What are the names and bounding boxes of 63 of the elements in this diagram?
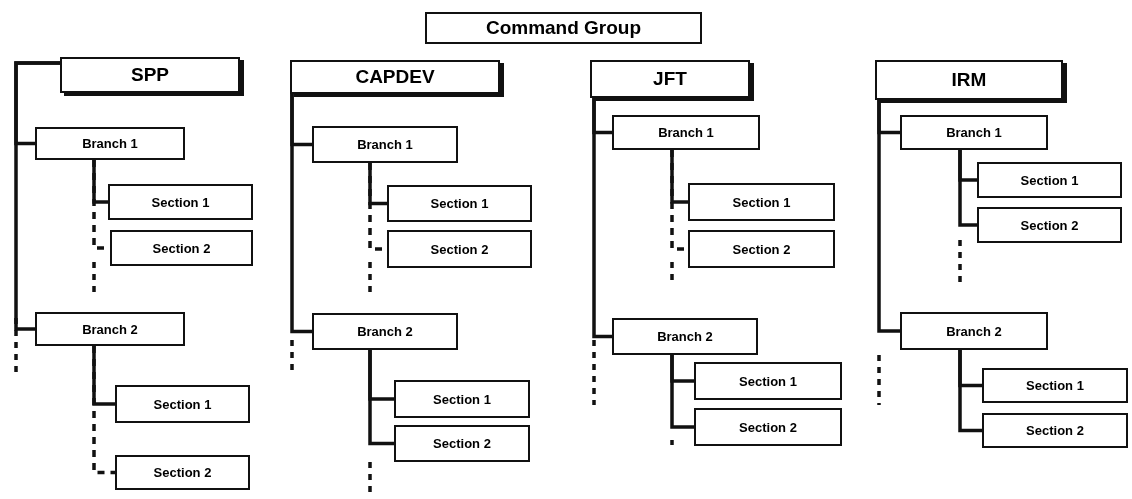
connector-line [290, 94, 312, 334]
unit-label: Section 1 [732, 194, 791, 210]
branch-box [35, 312, 185, 346]
unit-title: Command Group [485, 17, 642, 39]
unit-title: IRM [951, 69, 987, 91]
branch-box [312, 126, 458, 163]
section-box [387, 230, 532, 268]
group-box [425, 12, 702, 44]
unit-label: Section 1 [153, 396, 212, 412]
connector-line [368, 350, 394, 446]
unit-label: Section 2 [152, 240, 211, 256]
section-box [394, 380, 530, 418]
unit-label: Branch 2 [82, 321, 138, 337]
unit-label: Section 2 [739, 419, 797, 435]
branch-box [312, 313, 458, 350]
unit-label: Branch 1 [658, 125, 714, 140]
section-box [394, 425, 530, 462]
branch-box [900, 312, 1048, 350]
unit-label: Section 2 [433, 436, 491, 451]
section-box [694, 408, 842, 446]
section-box [115, 455, 250, 490]
connector-line [958, 350, 982, 433]
unit-label: Branch 2 [946, 323, 1002, 339]
unit-label: Branch 1 [357, 137, 413, 152]
connector-line [14, 61, 60, 331]
section-box [688, 183, 835, 221]
branch-box [35, 127, 185, 160]
unit-label: Section 2 [732, 241, 791, 257]
unit-label: Section 2 [1020, 217, 1079, 233]
unit-label: Branch 1 [946, 125, 1002, 140]
unit-label: Branch 1 [82, 136, 138, 151]
connector-line [877, 100, 900, 333]
unit-label: Section 1 [433, 391, 491, 407]
unit-label: Section 1 [739, 373, 797, 389]
section-box [110, 230, 253, 266]
unit-title: SPP [131, 64, 169, 86]
unit-label: Branch 2 [657, 329, 713, 344]
unit-label: Section 2 [153, 465, 212, 480]
unit-label: Section 1 [1026, 378, 1084, 393]
section-box [982, 413, 1128, 448]
section-box [982, 368, 1128, 403]
section-box [694, 362, 842, 400]
unit-label: Section 1 [430, 196, 489, 211]
branch-box [900, 115, 1048, 150]
connector-line [958, 150, 977, 227]
connector-line [92, 346, 115, 475]
section-box [387, 185, 532, 222]
unit-label: Section 1 [151, 194, 210, 210]
unit-title: JFT [653, 68, 687, 90]
unit-title: CAPDEV [355, 66, 435, 88]
section-box [108, 184, 253, 220]
section-box [977, 207, 1122, 243]
branch-box [612, 318, 758, 355]
connector-line [670, 355, 694, 429]
unit-label: Section 2 [430, 241, 489, 257]
section-box [977, 162, 1122, 198]
unit-label: Branch 2 [357, 324, 413, 339]
branch-box [612, 115, 760, 150]
unit-label: Section 1 [1020, 172, 1079, 188]
section-box [688, 230, 835, 268]
connector-line [592, 98, 612, 339]
unit-label: Section 2 [1026, 423, 1084, 438]
section-box [115, 385, 250, 423]
